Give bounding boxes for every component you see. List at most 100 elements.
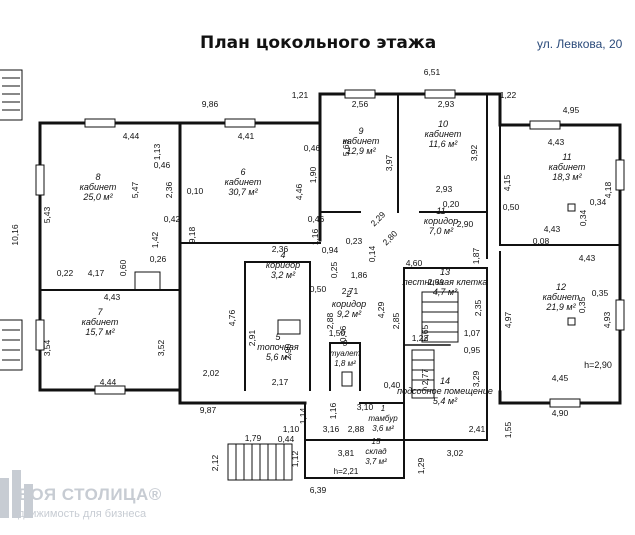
room-name: кабинет [549, 162, 586, 172]
dimension-label: 6,51 [424, 67, 441, 77]
dimension-label: 3,81 [338, 448, 355, 458]
dimension-label: 2,31 [428, 277, 445, 287]
dimension-label: 2,02 [203, 368, 220, 378]
room-name: кабинет [82, 317, 119, 327]
dimension-label: 0,10 [187, 186, 204, 196]
dimension-label: 1,12 [290, 450, 300, 467]
room-area: 4,7 м² [433, 287, 458, 297]
dimension-label: 4,29 [376, 301, 386, 318]
room-name: коридор [332, 299, 366, 309]
dimension-label: 0,46 [338, 325, 348, 342]
dimension-label: 0,26 [150, 254, 167, 264]
dimension-label: 1,07 [464, 328, 481, 338]
room-area: 3,7 м² [365, 457, 387, 466]
room-area: 3,6 м² [372, 424, 394, 433]
room-number: 11 [562, 152, 571, 162]
partition-8-7 [134, 271, 161, 291]
room-number: 2 [345, 289, 351, 299]
room-number: 14 [440, 376, 450, 386]
room-name: подсобное помещение [397, 386, 493, 396]
dimension-label: 2,85 [391, 312, 401, 329]
dimension-label: 1,86 [351, 270, 368, 280]
dimension-label: 9,87 [200, 405, 217, 415]
room-name: туалет [330, 349, 361, 358]
dimension-label: 1,55 [503, 421, 513, 438]
dimension-label: 2,17 [272, 377, 289, 387]
dimension-label: 3,29 [471, 370, 481, 387]
dimension-label: 0,35 [577, 296, 587, 313]
dimension-label: 5,47 [130, 181, 140, 198]
dimension-label: 0,50 [503, 202, 520, 212]
dimension-label: 1,87 [471, 247, 481, 264]
room-area: 9,2 м² [337, 309, 362, 319]
room-number: 8 [95, 172, 100, 182]
room-name: лестничная клетка [402, 277, 488, 287]
inner-staircase [411, 291, 459, 399]
fixtures [134, 203, 576, 387]
ceiling-height-label: h=2,21 [334, 467, 359, 476]
room-number: 3 [343, 339, 348, 348]
page-title: План цокольного этажа [200, 33, 437, 53]
room-area: 25,0 м² [82, 192, 113, 202]
dimension-label: 0,08 [533, 236, 550, 246]
dimension-label: 10,16 [10, 224, 20, 246]
dimension-label: 0,95 [464, 345, 481, 355]
room-name: коридор [266, 260, 300, 270]
dimension-label: 2,91 [247, 329, 257, 346]
room-name: тамбур [368, 414, 398, 423]
dimension-label: 0,42 [164, 214, 181, 224]
dimension-label: 3,52 [156, 339, 166, 356]
room-name: склад [365, 447, 387, 456]
room-area: 5,6 м² [266, 352, 291, 362]
boiler-fixture [277, 319, 301, 335]
room-number: 7 [97, 307, 103, 317]
dimension-label: 2,93 [438, 99, 455, 109]
dimension-label: 4,41 [238, 131, 255, 141]
room-number: 13 [440, 267, 450, 277]
dimension-label: 4,93 [602, 311, 612, 328]
dimension-label: 1,90 [308, 166, 318, 183]
room-area: 18,3 м² [552, 172, 582, 182]
dimension-label: 4,43 [104, 292, 121, 302]
dimension-label: 4,15 [502, 174, 512, 191]
dimension-label: 4,60 [406, 258, 423, 268]
dimension-label: 0,46 [154, 160, 171, 170]
room-name: коридор [424, 216, 458, 226]
dimension-label: 4,18 [603, 181, 613, 198]
room-number: 1 [381, 404, 385, 413]
dimension-label: 0,50 [310, 284, 327, 294]
dimension-label: 2,93 [436, 184, 453, 194]
dimension-label: 2,80 [380, 228, 399, 247]
dimension-label: 2,88 [348, 424, 365, 434]
dimension-label: 2,77 [420, 368, 430, 385]
dimension-label: 5,43 [42, 206, 52, 223]
dimension-label: 3,10 [357, 402, 374, 412]
room-number: 10 [438, 119, 448, 129]
dimension-label: 1,29 [416, 457, 426, 474]
room-name: топочная [257, 342, 299, 352]
dimension-label: 2,41 [469, 424, 486, 434]
watermark-tagline: движимость для бизнеса [18, 508, 147, 520]
dimension-label: 5,63 [341, 139, 351, 156]
column-11 [567, 203, 576, 212]
dimension-label: 3,02 [447, 448, 464, 458]
dimension-label: 0,94 [322, 245, 339, 255]
dimension-label: 2,12 [210, 454, 220, 471]
dimension-label: 4,43 [579, 253, 596, 263]
dimension-label: 1,13 [152, 143, 162, 160]
room-number: 11 [436, 206, 445, 216]
dimension-label: 2,88 [325, 312, 335, 329]
dimension-label: 0,46 [308, 214, 325, 224]
